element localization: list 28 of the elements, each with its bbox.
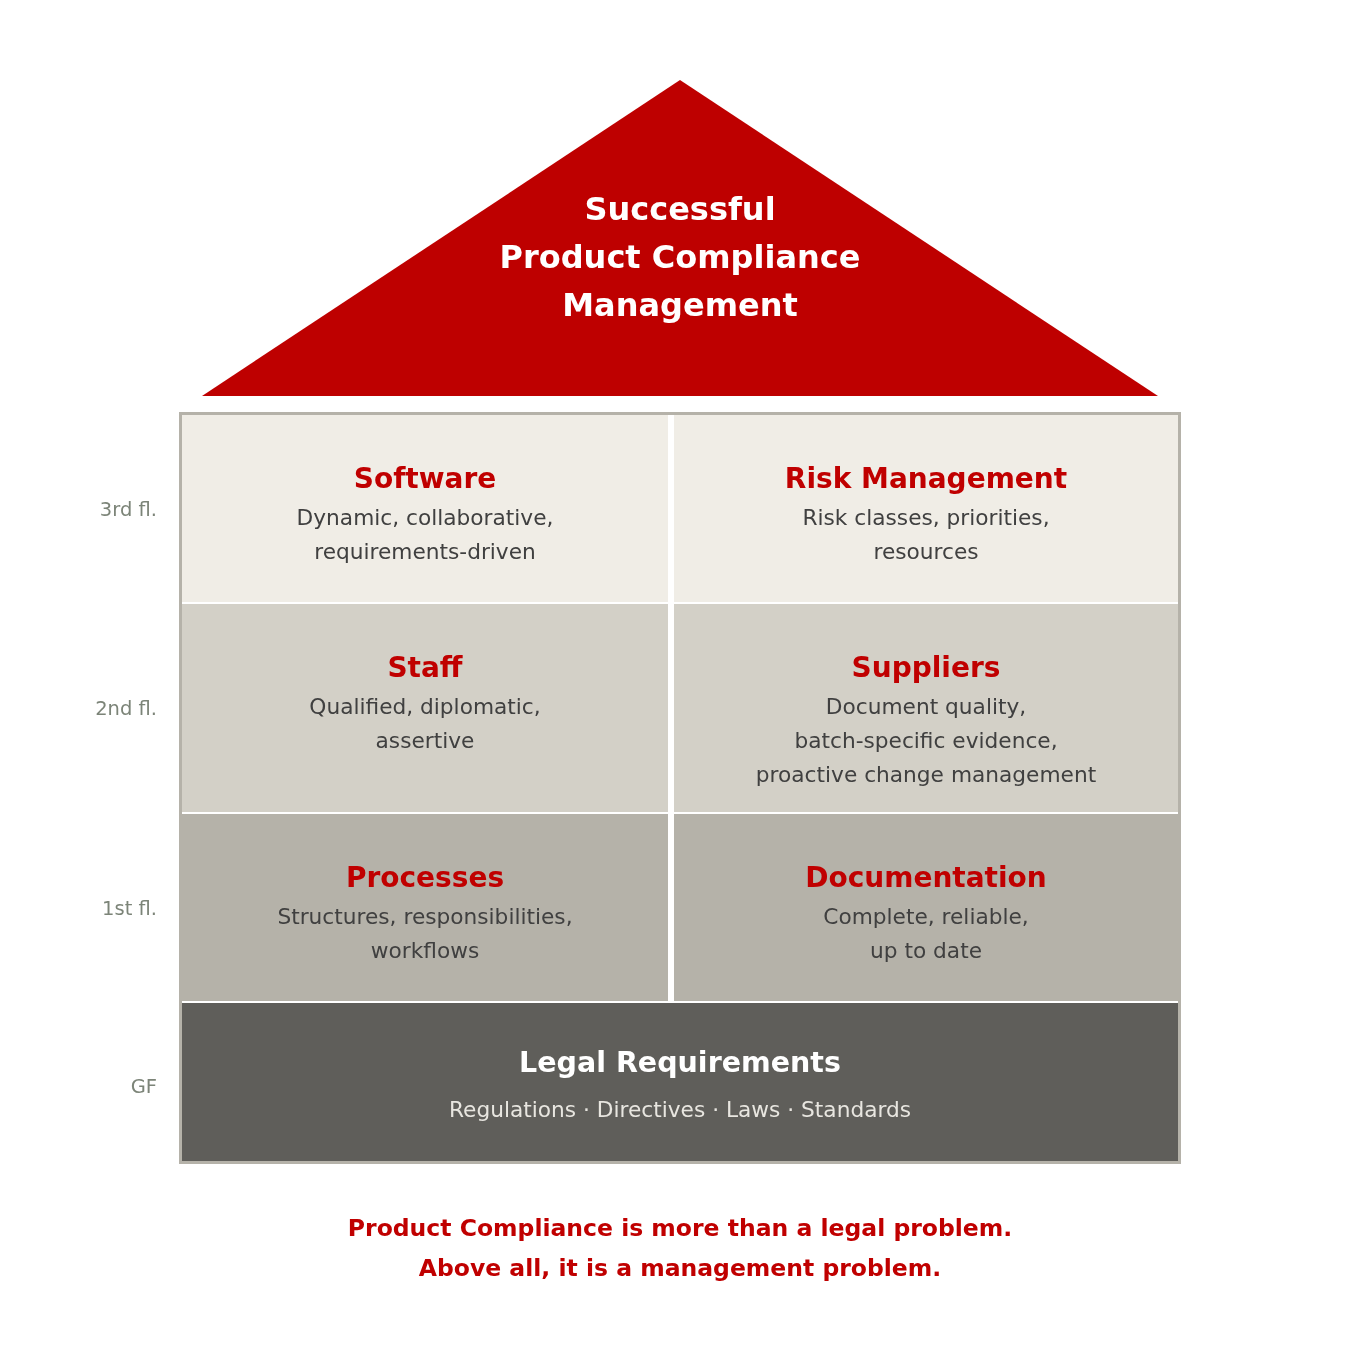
floor-label: 1st fl. — [102, 896, 157, 922]
foundation-heading: Legal Requirements — [519, 1045, 841, 1081]
room-heading: Suppliers — [851, 650, 1001, 686]
room-panel — [182, 604, 668, 812]
room-description: Structures, responsibilities, workflows — [277, 904, 573, 963]
room-heading: Processes — [345, 860, 505, 896]
roof-title: Successful Product Compliance Management — [499, 190, 861, 324]
room-description: Complete, reliable, up to date — [823, 904, 1029, 963]
room-description: Risk classes, priorities, resources — [802, 505, 1050, 564]
caption: Product Compliance is more than a legal problem. Above all, it is a management problem. — [347, 1214, 1013, 1282]
room-heading: Risk Management — [784, 461, 1068, 497]
room-panel — [182, 814, 668, 1001]
room-panel — [674, 415, 1178, 602]
room-panel — [674, 604, 1178, 812]
room-description: Dynamic, collaborative, requirements-driven — [296, 505, 554, 564]
room-heading: Staff — [387, 650, 463, 686]
floor-label: GF — [130, 1074, 157, 1100]
room-panel — [674, 814, 1178, 1001]
roof-triangle — [202, 80, 1158, 396]
floor-label: 3rd fl. — [99, 497, 157, 523]
room-description: Qualified, diplomatic, assertive — [309, 694, 541, 753]
room-panel — [182, 415, 668, 602]
room-description: Document quality, batch-specific evidence, proactive change management — [755, 694, 1097, 787]
floor-label: 2nd fl. — [95, 696, 157, 722]
foundation-description: Regulations · Directives · Laws · Standards — [448, 1097, 912, 1122]
room-heading: Documentation — [805, 860, 1047, 896]
room-heading: Software — [353, 461, 497, 497]
foundation-panel — [182, 1003, 1178, 1161]
